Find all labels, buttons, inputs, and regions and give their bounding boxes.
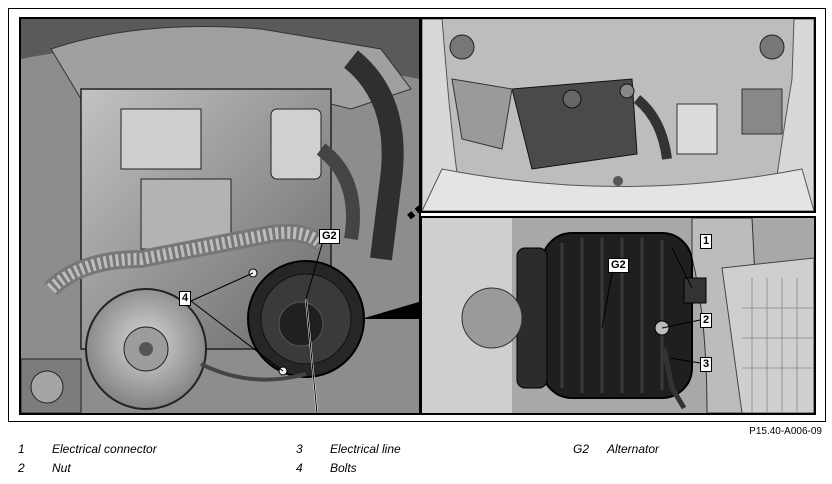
engine-bay-overview-panel	[420, 17, 816, 213]
engine-illustration	[21, 19, 419, 413]
diagram-figure: G2 4	[8, 8, 826, 422]
legend-key: 4	[296, 461, 303, 475]
legend-text: Electrical line	[330, 442, 401, 456]
legend-text: Electrical connector	[52, 442, 157, 456]
legend-item-g2: G2 Alternator	[573, 442, 659, 456]
legend-text: Alternator	[607, 442, 660, 456]
legend: 1 Electrical connector 2 Nut 3 Electrica…	[18, 442, 818, 482]
callout-2-right: 2	[700, 313, 713, 328]
callout-g2-right: G2	[608, 258, 629, 273]
legend-item-3: 3 Electrical line	[296, 442, 401, 456]
legend-text: Bolts	[330, 461, 357, 475]
callout-4-left: 4	[179, 291, 192, 306]
alternator-illustration	[422, 218, 814, 413]
engine-bay-illustration	[422, 19, 814, 211]
legend-key: G2	[573, 442, 590, 456]
legend-text: Nut	[52, 461, 71, 475]
legend-key: 2	[18, 461, 25, 475]
callout-1-right: 1	[700, 234, 713, 249]
callout-g2-left: G2	[319, 229, 340, 244]
legend-key: 3	[296, 442, 303, 456]
callout-3-right: 3	[700, 357, 713, 372]
legend-key: 1	[18, 442, 25, 456]
legend-item-2: 2 Nut	[18, 461, 71, 475]
legend-item-1: 1 Electrical connector	[18, 442, 157, 456]
engine-detail-panel: G2 4	[19, 17, 421, 415]
figure-reference: P15.40-A006-09	[749, 426, 822, 437]
alternator-closeup-panel: G2 1 2 3	[420, 216, 816, 415]
view-pointer-wedge	[361, 299, 429, 319]
legend-item-4: 4 Bolts	[296, 461, 357, 475]
